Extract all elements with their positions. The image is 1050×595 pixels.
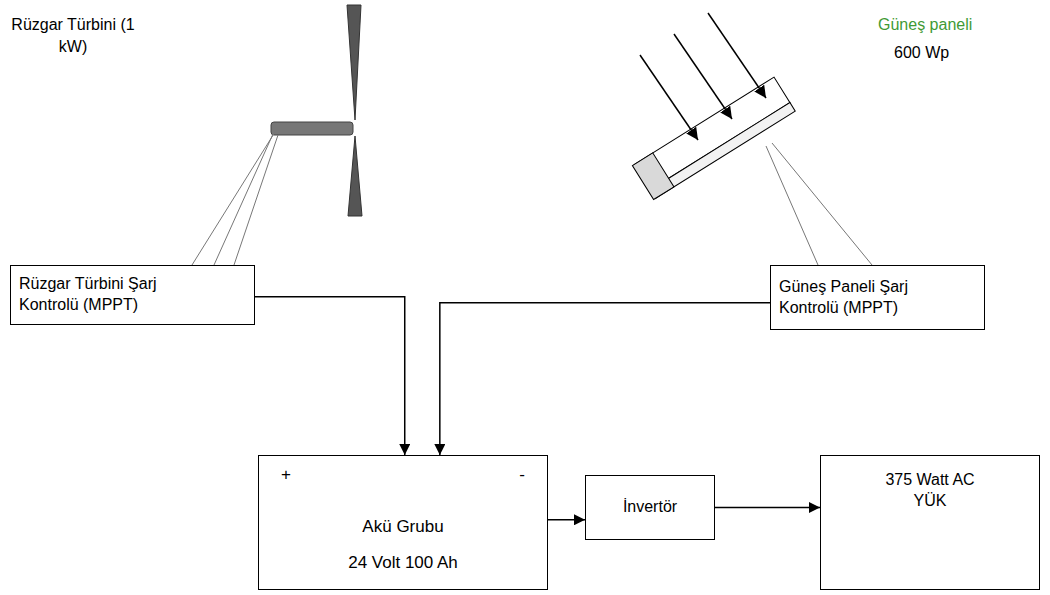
node-text: 24 Volt 100 Ah [348, 552, 458, 574]
arrow-connector [255, 297, 405, 455]
node-text: + [281, 464, 291, 486]
text-row: Akü Grubu [362, 516, 443, 538]
text-row: 375 Watt AC YÜK [875, 470, 985, 512]
node-text: 375 Watt AC YÜK [875, 470, 985, 512]
node-text: Akü Grubu [362, 516, 443, 538]
charge-controller-box: Rüzgar Türbini Şarj Kontrolü (MPPT) [10, 265, 255, 325]
solar-panel [632, 77, 872, 265]
node-text: Rüzgar Türbini Şarj Kontrolü (MPPT) [19, 274, 194, 316]
arrow-connector [715, 507, 820, 509]
sun-rays [640, 13, 766, 140]
node-text: İnvertör [623, 497, 677, 518]
node-text: - [519, 464, 525, 486]
battery-box: +-Akü Grubu24 Volt 100 Ah [258, 455, 548, 590]
text-row: +- [281, 464, 525, 486]
load-box: 375 Watt AC YÜK [820, 455, 1040, 590]
text-row: İnvertör [623, 497, 677, 518]
text-row: Rüzgar Türbini Şarj Kontrolü (MPPT) [19, 274, 194, 316]
inverter-box: İnvertör [585, 475, 715, 540]
arrow-connector [440, 303, 770, 455]
charge-controller-box: Güneş Paneli Şarj Kontrolü (MPPT) [770, 265, 985, 330]
wind-turbine [192, 5, 362, 265]
turbine-label: Rüzgar Türbini (1 kW) [8, 14, 138, 57]
text-row: 24 Volt 100 Ah [348, 552, 458, 574]
text-row: Güneş Paneli Şarj Kontrolü (MPPT) [779, 277, 944, 319]
panel-rating: 600 Wp [894, 42, 994, 64]
panel-label: Güneş paneli [878, 14, 1018, 36]
node-text: Güneş Paneli Şarj Kontrolü (MPPT) [779, 277, 944, 319]
arrow-connector [548, 519, 585, 521]
